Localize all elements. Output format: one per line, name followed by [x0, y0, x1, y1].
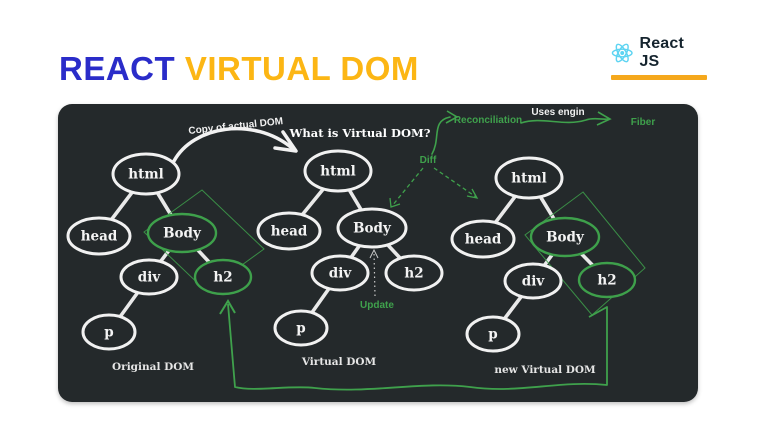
node-label-div-original: div [138, 270, 162, 286]
node-label-p-original: p [104, 325, 113, 341]
node-label-html-original: html [128, 167, 163, 183]
fiber-label: Fiber [631, 117, 656, 128]
node-html-new-virtual [494, 156, 564, 200]
node-h2-new-virtual [577, 261, 637, 299]
copy-arrow [172, 126, 294, 163]
title-react: REACT [59, 50, 176, 88]
node-label-html-virtual: html [320, 164, 355, 180]
diff-label: Diff [420, 155, 437, 166]
uses-engine-arrowhead [596, 111, 612, 126]
tree-new-virtual: html head Body div h2 p new Virtual DOM [450, 156, 646, 376]
tree-caption-new-virtual: new Virtual DOM [494, 364, 596, 376]
node-h2-virtual [384, 254, 444, 292]
node-label-h2-original: h2 [213, 270, 232, 286]
diff-arrow-right [433, 167, 477, 198]
node-html-virtual [303, 149, 373, 193]
page-title: REACT VIRTUAL DOM [59, 52, 419, 85]
diff-arrow-right-head [466, 188, 479, 199]
node-label-div-virtual: div [329, 266, 353, 282]
diff-reconciliation-line [431, 116, 451, 155]
node-div-new-virtual [503, 262, 563, 300]
node-h2-original [193, 258, 253, 296]
node-label-head-original: head [81, 229, 118, 245]
update-arrow [373, 251, 376, 297]
node-label-Body-new-virtual: Body [546, 230, 585, 246]
node-head-new-virtual [450, 219, 516, 259]
node-label-Body-virtual: Body [353, 221, 392, 237]
node-label-head-virtual: head [271, 224, 308, 240]
diff-reconciliation-arrowhead [445, 110, 459, 124]
node-p-new-virtual [465, 315, 521, 353]
node-p-virtual [273, 309, 329, 347]
tree-caption-virtual: Virtual DOM [301, 356, 377, 368]
what-is-heading: What is Virtual DOM? [289, 126, 431, 140]
tree-caption-original: Original DOM [112, 361, 194, 373]
node-label-head-new-virtual: head [465, 232, 502, 248]
node-label-h2-new-virtual: h2 [597, 273, 616, 289]
node-p-original [81, 313, 137, 351]
copy-arrowhead [273, 130, 298, 153]
node-label-Body-original: Body [163, 226, 202, 242]
node-div-original [119, 258, 179, 296]
logo-underline [611, 75, 707, 80]
node-label-div-new-virtual: div [522, 274, 546, 290]
node-div-virtual [310, 254, 370, 292]
update-label: Update [360, 300, 394, 311]
node-label-p-new-virtual: p [488, 327, 497, 343]
diagram-annotations: Copy of actual DOM What is Virtual DOM? … [172, 107, 656, 391]
update-arrowhead [369, 248, 379, 259]
update-loop-arrowhead [219, 299, 236, 315]
title-virtual-dom: VIRTUAL DOM [184, 50, 419, 88]
node-Body-original [146, 212, 218, 254]
react-atom-icon [611, 43, 633, 63]
update-loop-line [227, 303, 608, 391]
uses-engine-arrow [520, 117, 609, 124]
node-html-original [111, 152, 181, 196]
diff-arrow-left-head [389, 197, 401, 208]
diff-arrow-left [391, 167, 424, 207]
node-label-h2-virtual: h2 [404, 266, 423, 282]
node-head-virtual [256, 211, 322, 251]
node-label-html-new-virtual: html [511, 171, 546, 187]
brand-name: React JS [639, 35, 685, 70]
node-head-original [66, 216, 132, 256]
reconciliation-label: Reconciliation [454, 115, 522, 126]
node-Body-new-virtual [529, 216, 601, 258]
react-js-logo: React JS [611, 35, 707, 80]
node-Body-virtual [336, 207, 408, 249]
uses-engine-label: Uses engin [531, 107, 584, 118]
node-label-p-virtual: p [296, 321, 305, 337]
